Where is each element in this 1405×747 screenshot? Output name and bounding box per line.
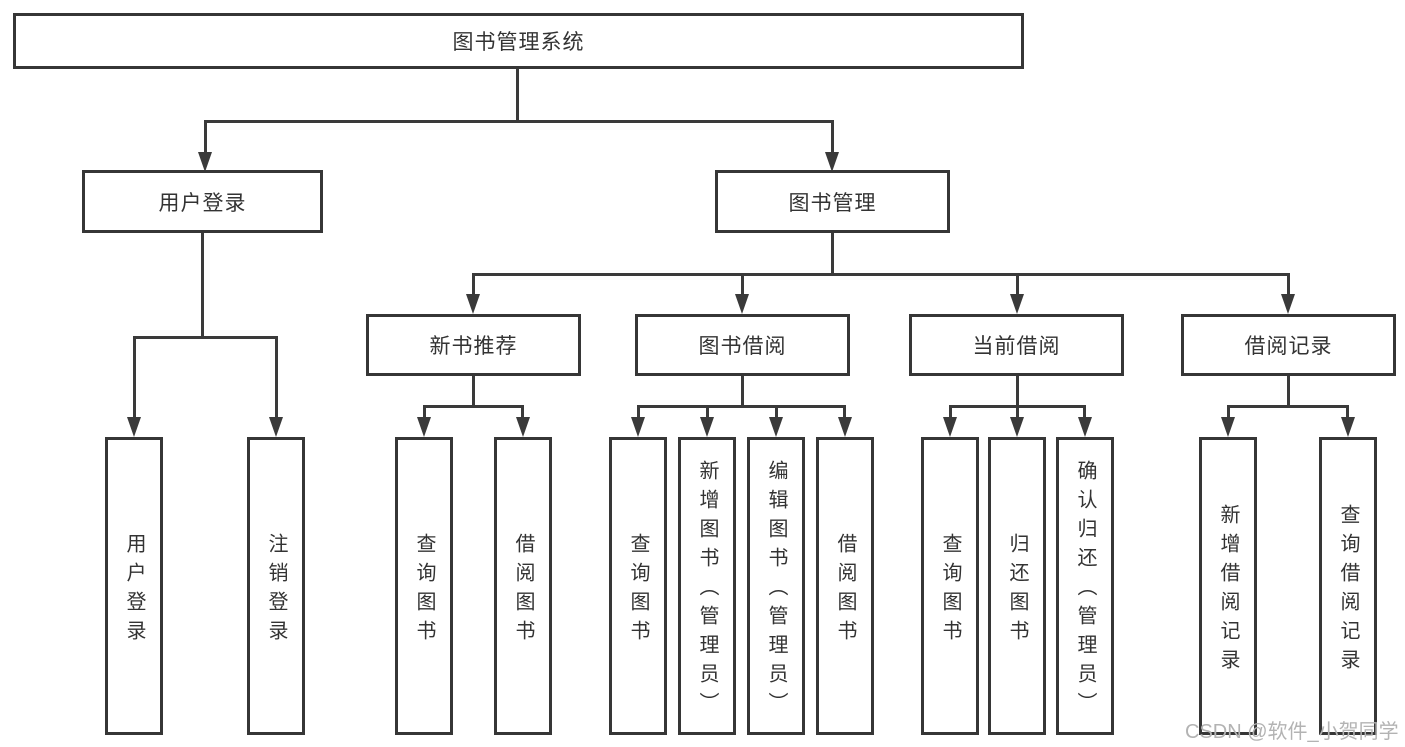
connector-line (275, 336, 278, 417)
node-label: 当前借阅 (972, 335, 1061, 358)
leaf-query-books-current: 查询图书 (921, 437, 979, 735)
node-user-login: 用户登录 (82, 170, 323, 233)
arrow-down-icon (466, 294, 480, 314)
node-book-management: 图书管理 (715, 170, 950, 233)
arrow-down-icon (825, 152, 839, 172)
leaf-label: 新增借阅记录 (1217, 503, 1239, 678)
connector-line (1016, 273, 1019, 294)
leaf-label: 查询图书 (939, 532, 961, 649)
node-new-book-recommend: 新书推荐 (366, 314, 581, 376)
connector-line (637, 405, 846, 408)
arrow-down-icon (1010, 417, 1024, 437)
arrow-down-icon (838, 417, 852, 437)
node-label: 图书管理系统 (452, 31, 585, 54)
connector-line (472, 376, 475, 405)
connector-line (472, 273, 1290, 276)
leaf-confirm-return-admin: 确认归还（管理员） (1056, 437, 1114, 735)
connector-line (423, 405, 426, 417)
connector-line (1227, 405, 1349, 408)
arrow-down-icon (1221, 417, 1235, 437)
arrow-down-icon (269, 417, 283, 437)
connector-line (1287, 376, 1290, 405)
connector-line (1016, 376, 1019, 405)
arrow-down-icon (943, 417, 957, 437)
node-book-borrowing: 图书借阅 (635, 314, 850, 376)
node-current-borrowing: 当前借阅 (909, 314, 1124, 376)
leaf-borrow-books: 借阅图书 (816, 437, 874, 735)
arrow-down-icon (735, 294, 749, 314)
leaf-edit-book-admin: 编辑图书（管理员） (747, 437, 805, 735)
leaf-label: 借阅图书 (512, 532, 534, 649)
leaf-label: 新增图书（管理员） (696, 460, 718, 721)
leaf-return-book: 归还图书 (988, 437, 1046, 735)
connector-line (775, 405, 778, 417)
arrow-down-icon (1010, 294, 1024, 314)
connector-line (1227, 405, 1230, 417)
arrow-down-icon (198, 152, 212, 172)
leaf-label: 归还图书 (1006, 532, 1028, 649)
connector-line (637, 405, 640, 417)
node-library-management-system: 图书管理系统 (13, 13, 1024, 69)
arrow-down-icon (516, 417, 530, 437)
leaf-query-borrow-record: 查询借阅记录 (1319, 437, 1377, 735)
connector-line (706, 405, 709, 417)
connector-line (204, 120, 834, 123)
connector-line (133, 336, 136, 417)
connector-line (472, 273, 475, 294)
node-label: 图书管理 (788, 191, 877, 215)
arrow-down-icon (1341, 417, 1355, 437)
connector-line (521, 405, 524, 417)
connector-line (949, 405, 952, 417)
leaf-borrow-books-recommend: 借阅图书 (494, 437, 552, 735)
leaf-label: 确认归还（管理员） (1074, 460, 1096, 721)
connector-line (831, 233, 834, 273)
leaf-query-books-recommend: 查询图书 (395, 437, 453, 735)
node-label: 借阅记录 (1244, 335, 1333, 358)
arrow-down-icon (127, 417, 141, 437)
connector-line (1083, 405, 1086, 417)
leaf-label: 注销登录 (265, 532, 287, 649)
arrow-down-icon (1281, 294, 1295, 314)
leaf-label: 查询图书 (413, 532, 435, 649)
connector-line (204, 120, 207, 152)
connector-line (1346, 405, 1349, 417)
arrow-down-icon (1078, 417, 1092, 437)
arrow-down-icon (631, 417, 645, 437)
connector-line (133, 336, 277, 339)
arrow-down-icon (769, 417, 783, 437)
leaf-add-book-admin: 新增图书（管理员） (678, 437, 736, 735)
csdn-watermark: CSDN @软件_小贺同学 (1185, 721, 1399, 743)
leaf-query-books-borrowing: 查询图书 (609, 437, 667, 735)
node-label: 用户登录 (158, 191, 247, 215)
arrow-down-icon (700, 417, 714, 437)
arrow-down-icon (417, 417, 431, 437)
leaf-label: 编辑图书（管理员） (765, 460, 787, 721)
node-borrowing-records: 借阅记录 (1181, 314, 1396, 376)
connector-line (741, 376, 744, 405)
connector-line (423, 405, 524, 408)
node-label: 图书借阅 (698, 335, 787, 358)
connector-line (1287, 273, 1290, 294)
connector-line (1016, 405, 1019, 417)
leaf-logout: 注销登录 (247, 437, 305, 735)
leaf-add-borrow-record: 新增借阅记录 (1199, 437, 1257, 735)
connector-line (516, 69, 519, 120)
connector-line (201, 233, 204, 336)
leaf-label: 用户登录 (123, 532, 145, 649)
connector-line (843, 405, 846, 417)
connector-line (831, 120, 834, 152)
connector-line (741, 273, 744, 294)
node-label: 新书推荐 (429, 335, 518, 358)
leaf-label: 借阅图书 (834, 532, 856, 649)
leaf-user-login: 用户登录 (105, 437, 163, 735)
leaf-label: 查询借阅记录 (1337, 503, 1359, 678)
leaf-label: 查询图书 (627, 532, 649, 649)
